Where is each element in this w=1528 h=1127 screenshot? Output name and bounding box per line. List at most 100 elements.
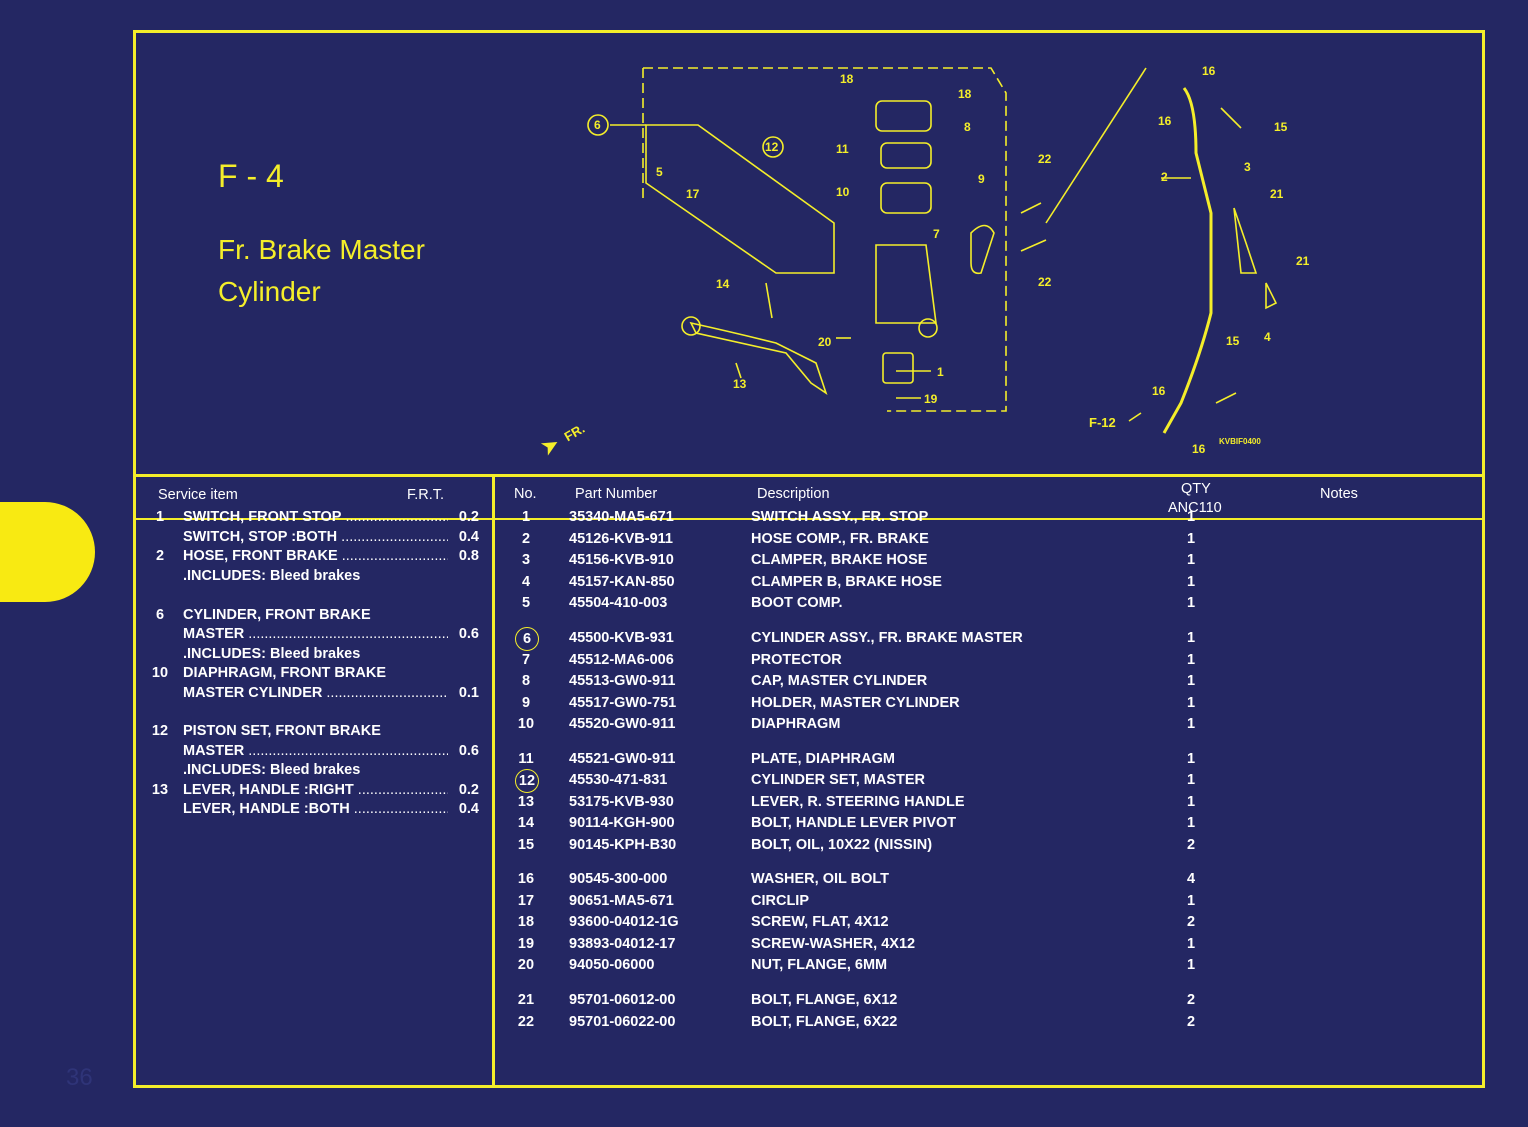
- part-ref-number: 1: [521, 509, 531, 525]
- part-ref-number: 20: [517, 957, 535, 973]
- svg-text:21: 21: [1270, 187, 1284, 201]
- service-row-text: .INCLUDES: Bleed brakes: [183, 568, 361, 584]
- part-description: CIRCLIP: [751, 893, 809, 909]
- service-row-number: 6: [155, 607, 165, 623]
- part-ref-number: 8: [521, 673, 531, 689]
- service-row-text: HOSE, FRONT BRAKE: [183, 548, 448, 564]
- service-row-number: 12: [151, 723, 169, 739]
- description-header: Description: [757, 486, 830, 502]
- svg-text:19: 19: [924, 392, 938, 406]
- part-qty: 1: [1186, 936, 1196, 952]
- service-row: .INCLUDES: Bleed brakes: [136, 646, 492, 666]
- part-qty: 1: [1186, 630, 1196, 646]
- part-number: 45530-471-831: [569, 772, 668, 788]
- part-description: CAP, MASTER CYLINDER: [751, 673, 928, 689]
- part-description: BOLT, FLANGE, 6X12: [751, 992, 898, 1008]
- part-number: 45500-KVB-931: [569, 630, 674, 646]
- part-ref-number: 6: [515, 627, 539, 651]
- svg-text:16: 16: [1152, 384, 1166, 398]
- part-number: 45521-GW0-911: [569, 751, 676, 767]
- svg-text:15: 15: [1274, 120, 1288, 134]
- part-qty: 1: [1186, 574, 1196, 590]
- svg-text:5: 5: [656, 165, 663, 179]
- part-description: CLAMPER, BRAKE HOSE: [751, 552, 928, 568]
- part-ref-number: 12: [515, 769, 539, 793]
- service-row: MASTER0.6: [136, 743, 492, 763]
- part-qty: 4: [1186, 871, 1196, 887]
- service-row-frt: 0.2: [458, 782, 479, 798]
- notes-header: Notes: [1320, 486, 1358, 502]
- svg-text:21: 21: [1296, 254, 1310, 268]
- svg-text:16: 16: [1192, 442, 1206, 456]
- no-header: No.: [514, 486, 537, 502]
- part-ref-number: 14: [517, 815, 535, 831]
- service-row-frt: 0.4: [458, 801, 479, 817]
- svg-text:10: 10: [836, 185, 850, 199]
- part-qty: 1: [1186, 695, 1196, 711]
- part-description: BOOT COMP.: [751, 595, 843, 611]
- part-number: 45512-MA6-006: [569, 652, 674, 668]
- part-qty: 2: [1186, 992, 1196, 1008]
- part-qty: 1: [1186, 815, 1196, 831]
- part-number: 93600-04012-1G: [569, 914, 679, 930]
- part-description: CLAMPER B, BRAKE HOSE: [751, 574, 942, 590]
- column-divider: [492, 474, 495, 1085]
- part-ref-number: 19: [517, 936, 535, 952]
- part-number: 90145-KPH-B30: [569, 837, 677, 853]
- ref-f12-label: F-12: [1089, 415, 1116, 430]
- svg-text:8: 8: [964, 120, 971, 134]
- svg-text:20: 20: [818, 335, 832, 349]
- part-description: WASHER, OIL BOLT: [751, 871, 890, 887]
- part-description: DIAPHRAGM: [751, 716, 841, 732]
- part-description: CYLINDER ASSY., FR. BRAKE MASTER: [751, 630, 1023, 646]
- part-number: 45504-410-003: [569, 595, 668, 611]
- service-row: LEVER, HANDLE :BOTH0.4: [136, 801, 492, 821]
- svg-text:15: 15: [1226, 334, 1240, 348]
- service-row-frt: 0.6: [458, 626, 479, 642]
- service-row-text: PISTON SET, FRONT BRAKE: [183, 723, 381, 739]
- service-row-text: MASTER: [183, 743, 448, 759]
- part-number: 90545-300-000: [569, 871, 668, 887]
- part-ref-number: 7: [521, 652, 531, 668]
- svg-text:14: 14: [716, 277, 730, 291]
- svg-text:2: 2: [1161, 170, 1168, 184]
- part-ref-number: 9: [521, 695, 531, 711]
- service-row-text: SWITCH, STOP :BOTH: [183, 529, 448, 545]
- part-description: BOLT, HANDLE LEVER PIVOT: [751, 815, 957, 831]
- part-description: BOLT, FLANGE, 6X22: [751, 1014, 898, 1030]
- parts-catalog-frame: F - 4 Fr. Brake Master Cylinder: [133, 30, 1485, 1088]
- part-number: 45157-KAN-850: [569, 574, 675, 590]
- svg-text:12: 12: [765, 140, 779, 154]
- part-number: 45520-GW0-911: [569, 716, 676, 732]
- part-qty: 1: [1186, 716, 1196, 732]
- service-row: MASTER0.6: [136, 626, 492, 646]
- svg-text:13: 13: [733, 377, 747, 391]
- part-description: HOSE COMP., FR. BRAKE: [751, 531, 929, 547]
- part-ref-number: 16: [517, 871, 535, 887]
- part-number: 93893-04012-17: [569, 936, 676, 952]
- service-row: 12 PISTON SET, FRONT BRAKE: [136, 723, 492, 743]
- service-row-frt: 0.8: [458, 548, 479, 564]
- section-code: F - 4: [218, 158, 284, 194]
- section-tab: [0, 502, 95, 602]
- service-row-text: .INCLUDES: Bleed brakes: [183, 762, 361, 778]
- part-description: SCREW, FLAT, 4X12: [751, 914, 889, 930]
- part-qty: 2: [1186, 914, 1196, 930]
- part-ref-number: 18: [517, 914, 535, 930]
- service-row: MASTER CYLINDER0.1: [136, 685, 492, 705]
- table-header-divider: [136, 518, 1482, 520]
- part-number: 35340-MA5-671: [569, 509, 674, 525]
- part-number: 45156-KVB-910: [569, 552, 674, 568]
- part-ref-number: 2: [521, 531, 531, 547]
- part-description: LEVER, R. STEERING HANDLE: [751, 794, 965, 810]
- part-number: 53175-KVB-930: [569, 794, 674, 810]
- section-title: Fr. Brake Master Cylinder: [218, 234, 425, 307]
- part-qty: 2: [1186, 837, 1196, 853]
- service-row-frt: 0.1: [458, 685, 479, 701]
- part-description: SCREW-WASHER, 4X12: [751, 936, 916, 952]
